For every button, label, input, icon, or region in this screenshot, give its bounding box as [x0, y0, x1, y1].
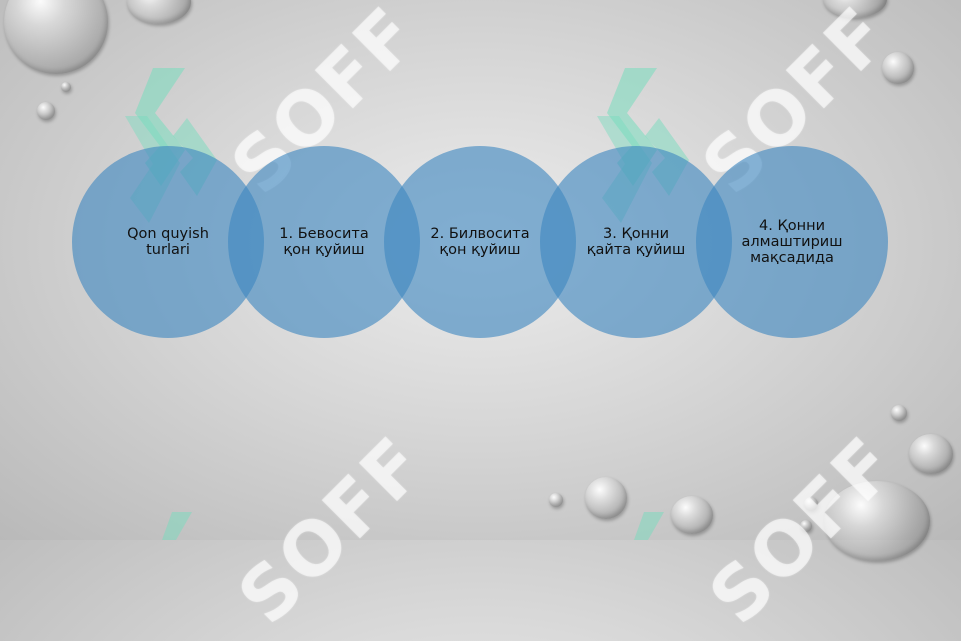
water-drop: [671, 496, 713, 534]
water-drop: [4, 0, 108, 74]
water-drop: [549, 493, 563, 507]
water-drop: [61, 82, 71, 92]
water-drop: [804, 497, 818, 511]
water-drop: [585, 477, 627, 519]
diagram-node-root: Qon quyish turlari: [72, 146, 264, 338]
node-label: 3. Қонни қайта қуйиш: [586, 226, 686, 258]
water-drop: [891, 405, 907, 421]
node-label: 1. Бевосита қон қуйиш: [279, 226, 369, 258]
slide: SOFF SOFF SOFF SOFF Qon quyish turlari 1…: [4, 0, 953, 641]
water-drop: [882, 52, 914, 84]
node-label: 4. Қонни алмаштириш мақсадида: [741, 218, 843, 266]
diagram-node-4: 4. Қонни алмаштириш мақсадида: [696, 146, 888, 338]
water-drop: [800, 520, 812, 532]
water-drop: [823, 0, 887, 18]
node-label: Qon quyish turlari: [127, 226, 209, 258]
watermark-text: SOFF: [222, 420, 443, 641]
water-drop: [127, 0, 191, 24]
watermark-logo-icon: [634, 512, 664, 540]
water-drop: [909, 434, 953, 474]
water-drop: [37, 102, 55, 120]
watermark-logo-icon: [162, 512, 192, 540]
node-label: 2. Билвосита қон қуйиш: [430, 226, 530, 258]
